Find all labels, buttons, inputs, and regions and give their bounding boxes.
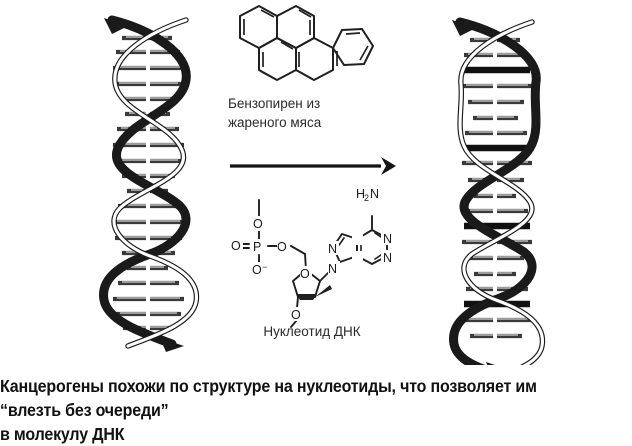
left-dna-helix: O P O O O − O O N N N N H 2 N [99, 5, 546, 365]
atom-label-O-ring: O [300, 267, 310, 281]
atom-label-P: P [253, 240, 261, 254]
atom-label-N7: N [328, 242, 337, 256]
atom-label-O: O [231, 239, 241, 253]
atom-label-O-top: O [253, 217, 263, 231]
right-strand-tip-top [452, 20, 476, 36]
left-helix-group [99, 15, 200, 352]
atom-label-charge: − [262, 262, 267, 272]
atom-label-N3: N [383, 251, 392, 265]
atom-label-H: H [356, 187, 365, 201]
figure-caption: Канцерогены похожи по структуре на нукле… [0, 374, 580, 446]
left-strand-white-fill [112, 18, 198, 348]
benzopyrene-molecule [239, 5, 374, 81]
right-base-pair-gaps [493, 37, 497, 339]
atom-label-N9: N [328, 262, 337, 276]
transformation-arrow [230, 157, 396, 175]
atom-label-H-subscript: 2 [364, 193, 369, 203]
figure-canvas: O P O O O − O O N N N N H 2 N Бензопирен… [0, 5, 546, 444]
nucleotide-atom-labels: O P O O O − O O N N N N H 2 N [231, 187, 392, 322]
atom-label-O-anion: O [252, 263, 262, 277]
right-strand-white-outline [457, 19, 546, 365]
left-strand-tip-bottom [160, 338, 184, 352]
left-strand-tip-top [104, 18, 128, 34]
atom-label-O-3prime: O [291, 308, 301, 322]
left-strand-black [99, 15, 191, 349]
atom-label-amino-N: N [370, 187, 379, 201]
figure-caption-line-1: Канцерогены похожи по структуре на нукле… [0, 376, 537, 420]
atom-label-O-bridge: O [277, 240, 287, 254]
right-strand-white-fill [458, 20, 544, 365]
right-helix-group [449, 17, 546, 365]
nucleotide-label: Нуклеотид ДНК [263, 324, 361, 339]
atom-label-N1: N [383, 232, 392, 246]
right-strand-black [449, 17, 541, 365]
figure-caption-line-2: в молекулу ДНК [0, 424, 125, 444]
nucleotide-molecule [231, 185, 393, 328]
right-strand-tip-bottom [486, 362, 495, 365]
benzopyrene-label: Бензопирен из жареного мяса [228, 96, 322, 130]
